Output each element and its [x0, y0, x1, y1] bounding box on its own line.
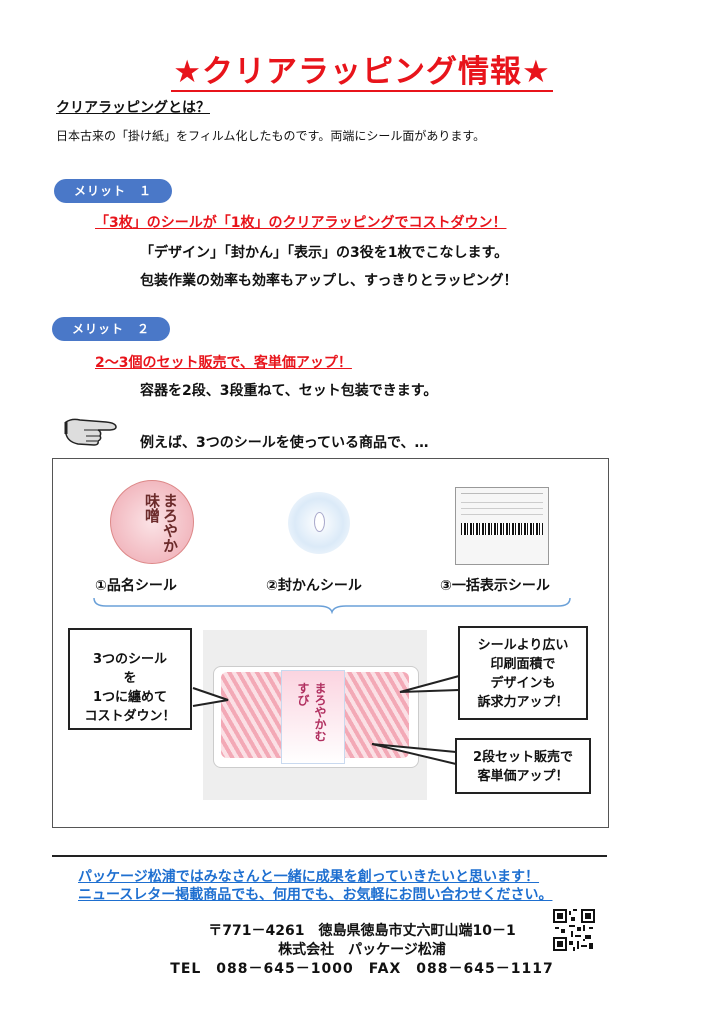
label-seal-sticker: ②封かんシール	[266, 578, 362, 594]
barcode-icon	[461, 523, 543, 535]
qr-code-icon	[553, 909, 595, 951]
merit2-headline: 2～3個のセット販売で、客単価アップ！	[95, 355, 352, 371]
merit1-line2: 包装作業の効率も効率もアップし、すっきりとラッピング！	[140, 273, 518, 289]
callout-cost-down: 3つのシールを 1つに纏めてコストダウン！	[68, 628, 192, 730]
footer-company: 株式会社 パッケージ松浦	[278, 942, 446, 958]
footer-contact: TEL 088－645－1000 FAX 088－645－1117	[170, 961, 554, 977]
sticker-text: まろやか味噌	[143, 493, 179, 553]
merit2-line1: 容器を2段、3段重ねて、セット包装できます。	[140, 383, 438, 399]
label-info-sticker: ③一括表示シール	[440, 578, 550, 594]
merit1-headline: 「3枚」のシールが「1枚」のクリアラッピングでコストダウン！	[95, 215, 507, 231]
example-text: 例えば、3つのシールを使っている商品で、…	[140, 435, 429, 451]
merit2-badge: メリット ２	[52, 317, 170, 341]
callout-set-sales: 2段セット販売で客単価アップ！	[455, 738, 591, 794]
footer-divider	[52, 855, 607, 857]
section-heading: クリアラッピングとは？	[56, 100, 210, 116]
example-panel	[52, 458, 609, 828]
pointing-hand-icon	[64, 418, 117, 446]
product-name-sticker: まろやか味噌	[110, 480, 194, 564]
seal-sticker	[288, 492, 350, 554]
package-photo: まろやかむすび	[203, 630, 427, 800]
intro-text: 日本古来の「掛け紙」をフィルム化したものです。両端にシール面があります。	[56, 129, 486, 143]
footer-message-1: パッケージ松浦ではみなさんと一緒に成果を創っていきたいと思います！	[78, 869, 540, 885]
info-display-sticker	[455, 487, 549, 565]
page-title: ★クリアラッピング情報★	[171, 54, 553, 92]
footer-message-2: ニュースレター掲載商品でも、何用でも、お気軽にお問い合わせください。	[78, 887, 553, 903]
callout-print-area: シールより広い印刷面積で デザインも訴求力アップ！	[458, 626, 588, 720]
package-label-text: まろやかむすび	[296, 682, 327, 742]
footer-address: 〒771－4261 徳島県徳島市丈六町山端10－1	[208, 923, 516, 939]
merit1-badge: メリット １	[54, 179, 172, 203]
merit1-line1: 「デザイン」「封かん」「表示」の3役を1枚でこなします。	[140, 245, 509, 261]
grouping-bracket	[93, 597, 571, 614]
label-product-name-sticker: ①品名シール	[95, 578, 177, 594]
